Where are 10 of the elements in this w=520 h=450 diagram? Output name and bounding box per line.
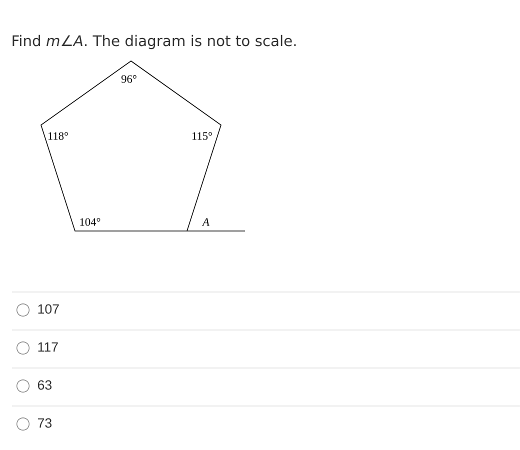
answer-choice: 63 <box>38 380 52 390</box>
angle-label: 118° <box>48 132 68 140</box>
answer-choice: 117 <box>38 342 58 352</box>
angle-label: 96° <box>121 75 136 83</box>
question-text: Find m∠A. The diagram is not to scale. <box>12 34 296 50</box>
angle-label: 104° <box>80 218 100 226</box>
answer-choice: 73 <box>38 418 52 428</box>
angle-label: A <box>202 218 210 226</box>
angle-label: 115° <box>192 132 212 140</box>
answer-choice: 107 <box>38 304 59 314</box>
